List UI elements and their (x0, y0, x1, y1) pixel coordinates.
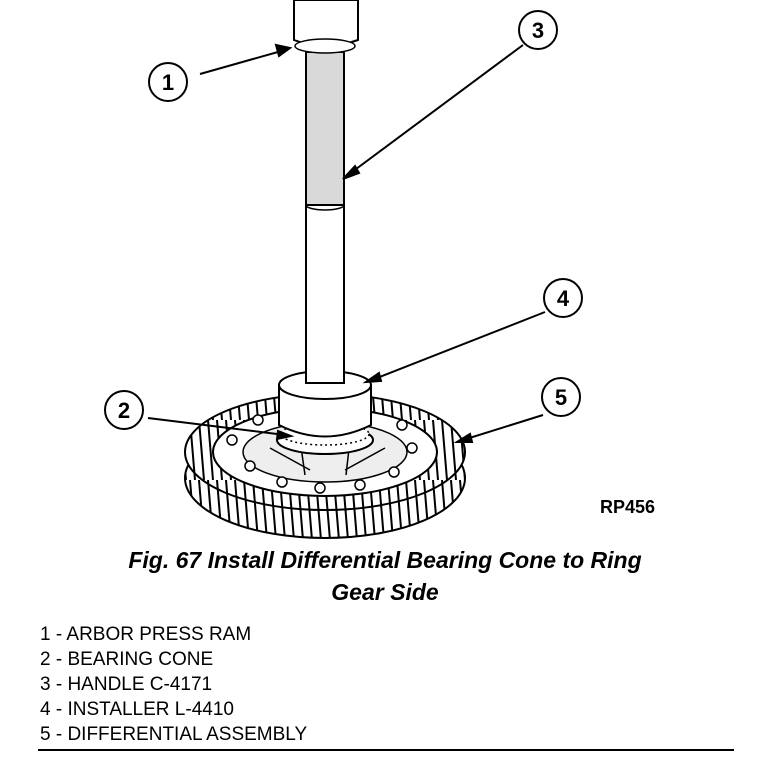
diagram-illustration: 1 3 4 2 5 (104, 0, 583, 539)
callout-label: 3 (532, 18, 544, 43)
installer-tool (278, 370, 372, 438)
callout-label: 5 (555, 385, 567, 410)
caption-line-2: Gear Side (331, 579, 439, 605)
legend-item: 2 - BEARING CONE (40, 649, 214, 670)
bottom-rule (38, 749, 734, 751)
callout-label: 1 (162, 70, 174, 95)
figure-caption: Fig. 67 Install Differential Bearing Con… (40, 544, 730, 608)
handle-shaft (305, 51, 345, 384)
legend-item: 4 - INSTALLER L-4410 (40, 699, 234, 720)
callout-label: 2 (118, 398, 130, 423)
callout-5: 5 (541, 377, 581, 417)
callout-3: 3 (518, 10, 558, 50)
callout-1: 1 (148, 62, 188, 102)
arbor-press-ram (293, 0, 359, 54)
figure-id: RP456 (600, 497, 656, 517)
callout-4: 4 (543, 278, 583, 318)
legend-item: 3 - HANDLE C-4171 (40, 674, 213, 695)
legend-item: 5 - DIFFERENTIAL ASSEMBLY (40, 724, 308, 745)
callout-2: 2 (104, 390, 144, 430)
legend-item: 1 - ARBOR PRESS RAM (40, 624, 252, 645)
caption-line-1: Fig. 67 Install Differential Bearing Con… (128, 547, 642, 573)
legend-list: 1 - ARBOR PRESS RAM 2 - BEARING CONE 3 -… (40, 622, 307, 747)
callout-label: 4 (557, 286, 570, 311)
leader-lines (147, 43, 546, 443)
